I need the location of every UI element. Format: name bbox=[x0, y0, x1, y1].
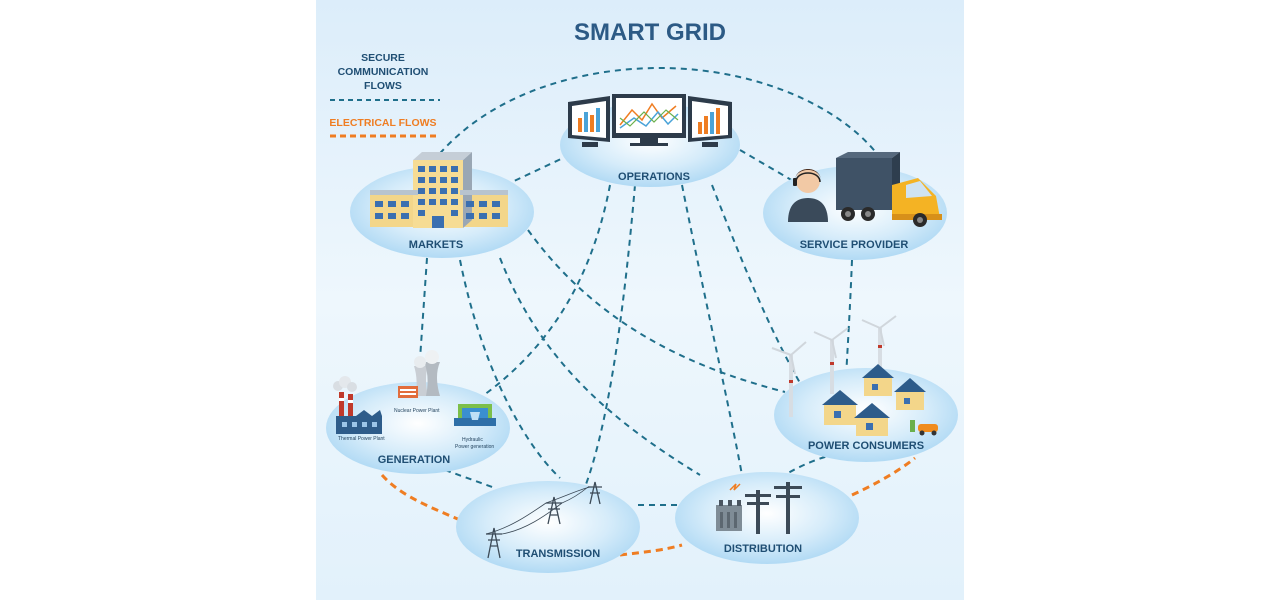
thermal-plant-caption: Thermal Power Plant bbox=[338, 436, 385, 442]
comm-line-service-consumers bbox=[845, 259, 853, 379]
comm-line-operations-distribution bbox=[681, 184, 743, 476]
legend-electrical-label: ELECTRICAL FLOWS bbox=[329, 117, 436, 129]
communication-flows bbox=[417, 66, 886, 506]
thermal-power-plant-icon bbox=[333, 376, 382, 434]
wind-turbines-icon bbox=[771, 315, 897, 417]
distribution-ellipse bbox=[675, 472, 859, 564]
hydraulic-caption-line-1: Hydraulic bbox=[462, 437, 483, 443]
elec-line-generation-transmission bbox=[380, 473, 461, 522]
comm-line-markets-consumers bbox=[527, 229, 786, 393]
legend: SECURE COMMUNICATION FLOWS ELECTRICAL FL… bbox=[329, 52, 440, 138]
transmission-towers-icon bbox=[485, 481, 602, 559]
comm-line-operations-service bbox=[739, 149, 801, 186]
node-generation: Thermal Power Plant Nuclear Power Plant … bbox=[326, 350, 510, 474]
page-title: SMART GRID bbox=[574, 19, 726, 46]
legend-comm-line-2: COMMUNICATION bbox=[338, 66, 429, 78]
node-service-provider: SERVICE PROVIDER bbox=[763, 152, 947, 260]
office-building-icon bbox=[370, 152, 508, 228]
background-panel bbox=[316, 0, 964, 600]
electrical-flows bbox=[380, 456, 916, 557]
distribution-poles-icon bbox=[716, 482, 802, 534]
node-transmission: TRANSMISSION bbox=[456, 481, 640, 573]
operator-person-icon bbox=[788, 169, 828, 222]
hydraulic-power-icon bbox=[454, 404, 496, 426]
power-consumers-label: POWER CONSUMERS bbox=[808, 440, 924, 452]
comm-line-markets-operations-service bbox=[419, 66, 886, 181]
markets-label: MARKETS bbox=[409, 239, 463, 251]
comm-line-markets-transmission bbox=[459, 259, 561, 479]
node-operations: OPERATIONS bbox=[560, 94, 740, 187]
solar-houses-icon bbox=[822, 364, 938, 436]
monitors-icon bbox=[568, 94, 732, 147]
elec-line-transmission-distribution bbox=[619, 543, 683, 557]
distribution-label: DISTRIBUTION bbox=[724, 543, 802, 555]
nuclear-plant-caption: Nuclear Power Plant bbox=[394, 408, 440, 414]
node-distribution: DISTRIBUTION bbox=[675, 472, 859, 564]
comm-line-generation-transmission bbox=[444, 469, 496, 489]
node-power-consumers: POWER CONSUMERS bbox=[771, 315, 958, 462]
legend-comm-line-1: SECURE bbox=[361, 52, 405, 64]
hydraulic-caption-line-2: Power generation bbox=[455, 444, 494, 450]
comm-line-operations-generation bbox=[464, 184, 611, 409]
delivery-truck-icon bbox=[836, 152, 942, 227]
legend-comm-line-3: FLOWS bbox=[364, 80, 402, 92]
transmission-label: TRANSMISSION bbox=[516, 548, 600, 560]
nuclear-power-plant-icon bbox=[398, 350, 440, 398]
elec-line-distribution-consumers bbox=[851, 456, 916, 497]
service-provider-label: SERVICE PROVIDER bbox=[800, 239, 909, 251]
operations-label: OPERATIONS bbox=[618, 171, 690, 183]
node-markets: MARKETS bbox=[350, 152, 534, 258]
transmission-ellipse bbox=[456, 481, 640, 573]
generation-label: GENERATION bbox=[378, 454, 451, 466]
comm-line-operations-transmission bbox=[584, 184, 636, 488]
